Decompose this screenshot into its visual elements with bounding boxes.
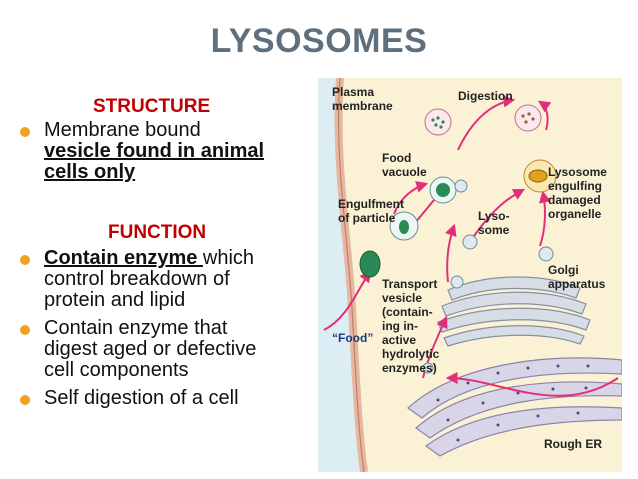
digestion-vesicle-right [514, 104, 542, 132]
text-line: Self digestion of a cell [44, 387, 239, 409]
structure-bullet-text: Membrane bound vesicle found in animal c… [44, 120, 264, 183]
label-rough-er: Rough ER [544, 437, 602, 451]
text-line: digest aged or defective [44, 338, 257, 360]
label-hydrolytic: hydrolytic [382, 347, 440, 361]
lysosome [462, 234, 478, 250]
golgi-apparatus [437, 276, 591, 347]
digested-fragments [431, 116, 445, 129]
bullet-icon [20, 127, 30, 137]
digestion-vesicle-left [424, 108, 452, 136]
label-contain: (contain- [382, 305, 433, 319]
label-plasma: Plasma [332, 85, 374, 99]
text-line: Contain enzyme that [44, 317, 228, 339]
text-line: protein and lipid [44, 289, 186, 311]
label-food-outside: “Food” [332, 331, 373, 345]
label-food: Food [382, 151, 411, 165]
underlined-text: Contain enzyme [44, 247, 203, 269]
text-line: control breakdown of [44, 268, 230, 290]
digested-organelle-fragments [521, 112, 535, 124]
label-engulfment: Engulfment [338, 197, 404, 211]
food-particle [359, 250, 381, 278]
engulfed-particle [399, 220, 409, 234]
label-lysosome: Lysosome [548, 165, 607, 179]
slide-title: LYSOSOMES [210, 22, 428, 60]
label-damaged: damaged [548, 193, 601, 207]
label-organelle: organelle [548, 207, 602, 221]
bullet-icon [20, 325, 30, 335]
lysosome-budding [450, 275, 464, 289]
bullet-icon [20, 395, 30, 405]
label-vesicle: vesicle [382, 291, 422, 305]
lysosome-diagram: Plasma membrane Digestion Food vacuole E… [318, 78, 622, 472]
label-of-particle: of particle [338, 211, 396, 225]
transport-vesicle [422, 362, 434, 374]
label-engulfing: engulfing [548, 179, 602, 193]
label-some: some [478, 223, 510, 237]
structure-heading: STRUCTURE [93, 96, 211, 117]
label-lyso: Lyso- [478, 209, 510, 223]
ribosomes [436, 364, 590, 442]
text-fragment: which [202, 247, 255, 269]
label-apparatus: apparatus [548, 277, 606, 291]
label-membrane: membrane [332, 99, 393, 113]
label-ing-in: ing in- [382, 319, 418, 333]
fusing-lysosome [454, 179, 468, 193]
label-golgi: Golgi [548, 263, 579, 277]
label-enzymes: enzymes) [382, 361, 437, 375]
label-vacuole: vacuole [382, 165, 427, 179]
vacuole-content [436, 183, 450, 197]
function-bullet-1: Contain enzyme which control breakdown o… [44, 248, 254, 311]
text-line: Membrane bound [44, 119, 201, 141]
text-line: vesicle found in animal [44, 140, 265, 162]
function-bullet-2: Contain enzyme that digest aged or defec… [44, 318, 256, 381]
text-line: cell components [44, 359, 189, 381]
bullet-icon [20, 255, 30, 265]
text-line: Contain enzyme which [44, 248, 254, 269]
text-line: cells only [44, 161, 136, 183]
lysosome-small [538, 246, 554, 262]
label-transport: Transport [382, 277, 437, 291]
function-heading: FUNCTION [108, 222, 207, 243]
label-digestion: Digestion [458, 89, 513, 103]
damaged-organelle [528, 169, 548, 183]
function-bullet-3: Self digestion of a cell [44, 388, 239, 409]
label-active: active [382, 333, 416, 347]
